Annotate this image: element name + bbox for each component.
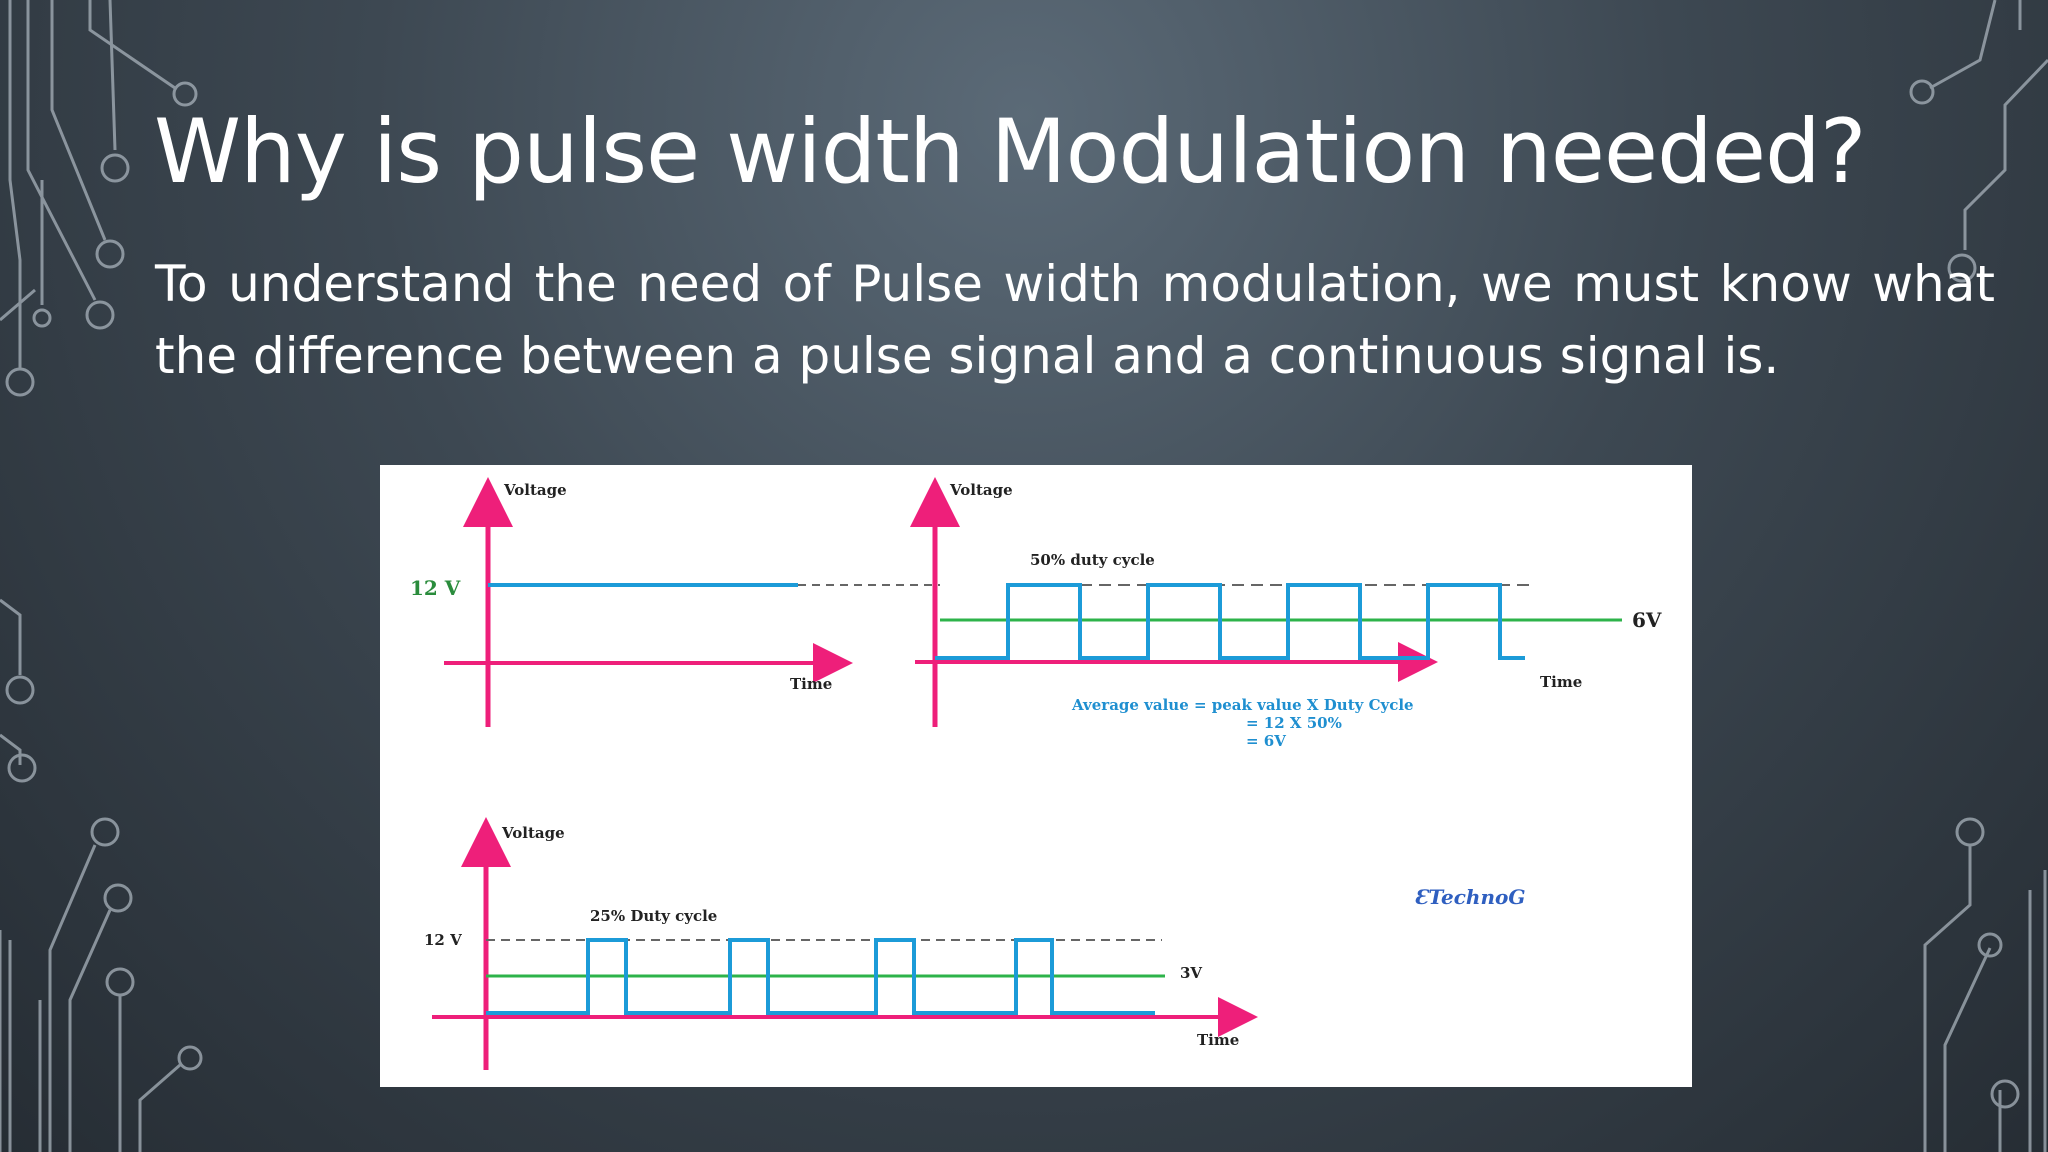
y-axis-label: Voltage bbox=[501, 824, 565, 842]
level-label: 12 V bbox=[410, 576, 461, 600]
average-label: 6V bbox=[1632, 608, 1662, 632]
pwm-figure: Voltage Time 12 V Voltage Time 50% duty … bbox=[380, 465, 1692, 1087]
slide-body-text: To understand the need of Pulse width mo… bbox=[155, 255, 1995, 385]
pwm-25-signal bbox=[486, 938, 1155, 1015]
formula-line-1: Average value = peak value X Duty Cycle bbox=[1071, 696, 1414, 714]
level-label: 12 V bbox=[424, 931, 462, 949]
panel-50-duty: Voltage Time 50% duty cycle 6V Average v… bbox=[910, 477, 1662, 750]
panel-continuous: Voltage Time 12 V bbox=[410, 477, 940, 727]
duty-label: 25% Duty cycle bbox=[590, 907, 717, 925]
slide-title: Why is pulse width Modulation needed? bbox=[154, 100, 1867, 203]
x-axis-label: Time bbox=[1540, 673, 1582, 691]
y-axis-label: Voltage bbox=[503, 481, 567, 499]
average-label: 3V bbox=[1180, 964, 1202, 982]
x-axis-label: Time bbox=[1197, 1031, 1239, 1049]
formula-line-3: = 6V bbox=[1246, 732, 1286, 750]
x-axis-label: Time bbox=[790, 675, 832, 693]
etechnog-logo: ƐTechnoG bbox=[1414, 885, 1525, 909]
y-axis-label: Voltage bbox=[949, 481, 1013, 499]
formula-line-2: = 12 X 50% bbox=[1246, 714, 1342, 732]
pwm-diagram: Voltage Time 12 V Voltage Time 50% duty … bbox=[410, 477, 1662, 1070]
duty-label: 50% duty cycle bbox=[1030, 551, 1155, 569]
panel-25-duty: Voltage Time 12 V 25% Duty cycle 3V bbox=[424, 817, 1258, 1070]
pwm-50-signal bbox=[935, 583, 1525, 660]
